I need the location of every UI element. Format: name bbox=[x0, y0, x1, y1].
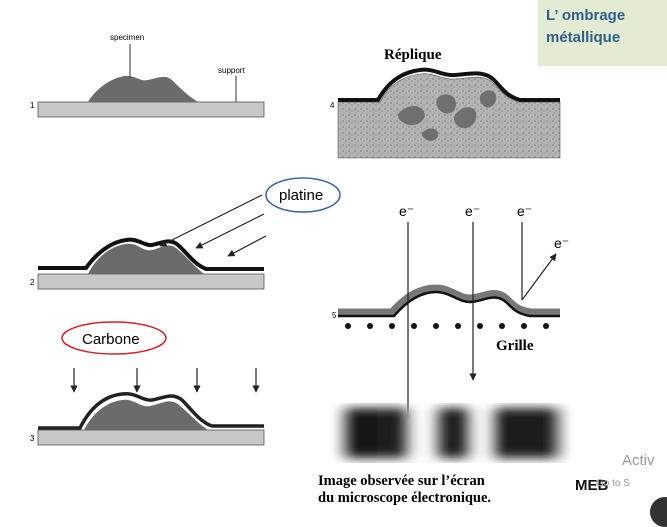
support-layer-3 bbox=[37, 429, 265, 446]
replica-particles bbox=[398, 90, 497, 141]
electron-label-4: e⁻ bbox=[554, 235, 569, 251]
step-5-number: 5 bbox=[332, 311, 337, 320]
electron-label-3: e⁻ bbox=[517, 203, 532, 219]
diagram: 1 specimen support 2 platine Carbone 3 bbox=[30, 33, 569, 506]
platinum-coating bbox=[38, 237, 264, 271]
settings-watermark: Go to S bbox=[596, 478, 630, 489]
specimen-shape-1 bbox=[88, 75, 198, 102]
meb-label: MEB bbox=[575, 477, 609, 494]
panel-1: 1 specimen support bbox=[30, 33, 265, 118]
observed-image bbox=[336, 408, 568, 458]
step-3-number: 3 bbox=[30, 434, 35, 443]
electron-label-2: e⁻ bbox=[465, 203, 480, 219]
specimen-label: specimen bbox=[110, 33, 144, 42]
grid-dots bbox=[345, 323, 549, 329]
title-line-1: L’ ombrage bbox=[546, 7, 626, 24]
step-1-number: 1 bbox=[30, 101, 35, 110]
platine-label: platine bbox=[279, 187, 323, 204]
electron-beams bbox=[404, 222, 557, 423]
support-layer-2 bbox=[37, 273, 265, 290]
shadow-arrows bbox=[159, 194, 267, 257]
replica-block bbox=[337, 73, 561, 159]
grid-replica bbox=[338, 284, 560, 316]
support-label: support bbox=[218, 66, 245, 75]
deposition-arrows bbox=[70, 368, 260, 393]
carbone-circle bbox=[61, 321, 167, 355]
title-box: L’ ombrage métallique bbox=[538, 0, 667, 66]
electron-label-1: e⁻ bbox=[399, 203, 414, 219]
support-layer-1 bbox=[37, 101, 265, 118]
platine-circle bbox=[265, 177, 341, 213]
grid-replica-shadow bbox=[338, 290, 560, 318]
specimen-shape-2 bbox=[88, 243, 204, 274]
panel-4: Réplique 4 bbox=[330, 47, 561, 159]
title-line-2: métallique bbox=[546, 29, 621, 46]
caption-line-1: Image observée sur l’écran bbox=[318, 473, 485, 489]
activation-watermark: Activ bbox=[622, 452, 655, 469]
step-4-number: 4 bbox=[330, 101, 335, 110]
panel-5: e⁻ e⁻ e⁻ e⁻ 5 Grille Image observée sur bbox=[318, 203, 569, 506]
replique-label: Réplique bbox=[384, 47, 442, 63]
grille-label: Grille bbox=[496, 338, 534, 354]
carbone-label: Carbone bbox=[82, 331, 140, 348]
replica-film bbox=[338, 67, 560, 102]
specimen-shape-3 bbox=[84, 399, 208, 430]
caption-line-2: du microscope électronique. bbox=[318, 490, 491, 506]
carbon-film bbox=[38, 391, 264, 430]
step-2-number: 2 bbox=[30, 278, 35, 287]
corner-button[interactable] bbox=[650, 497, 667, 527]
panel-2: 2 platine bbox=[30, 177, 341, 290]
panel-3: Carbone 3 bbox=[30, 321, 265, 446]
